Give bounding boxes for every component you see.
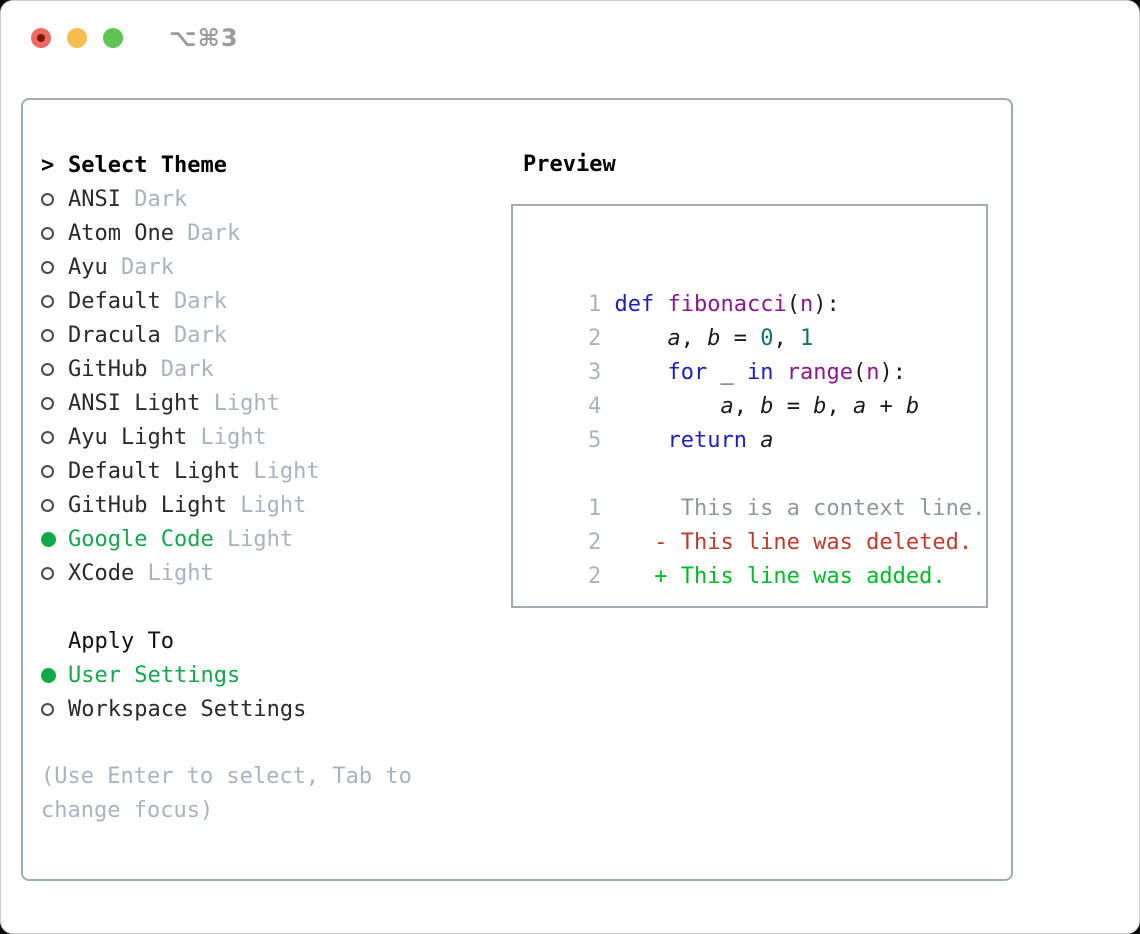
titlebar: ⌥⌘3 — [1, 1, 1139, 76]
main-panel: > Select Theme ANSI Dark Atom One Dark A… — [21, 98, 1013, 881]
option-variant-label: Dark — [120, 254, 174, 280]
cursor-indicator: > — [41, 152, 55, 178]
close-button[interactable] — [31, 28, 51, 48]
option-variant-label: Light — [253, 458, 320, 484]
option-variant-label: Light — [226, 526, 294, 552]
line-number: 5 — [587, 428, 615, 453]
theme-option[interactable]: ANSI Light Light — [41, 386, 481, 420]
apply-to-list: User Settings Workspace Settings — [41, 658, 481, 726]
preview-section: Preview 1 def fibonacci(n): 2 a, b = 0, … — [511, 148, 991, 608]
theme-option[interactable]: GitHub Light Light — [41, 488, 481, 522]
radio-icon — [41, 531, 68, 547]
option-label: Workspace Settings — [68, 696, 307, 722]
option-label: Default — [68, 288, 161, 314]
unsaved-dot-icon — [37, 34, 45, 42]
theme-option[interactable]: ANSI Dark — [41, 182, 481, 216]
help-text-line-1: (Use Enter to select, Tab to — [41, 764, 412, 789]
option-variant-label: Light — [213, 390, 280, 416]
radio-icon — [41, 498, 68, 512]
radio-icon — [41, 566, 68, 580]
option-variant-label: Dark — [173, 288, 227, 314]
theme-selector-title: Select Theme — [68, 152, 227, 178]
theme-selector-header: > Select Theme — [41, 148, 481, 182]
line-number: 1 — [587, 292, 615, 317]
code-line: 4 a, b = b, a + b — [587, 394, 920, 419]
option-label: Google Code — [68, 526, 214, 552]
preview-box: 1 def fibonacci(n): 2 a, b = 0, 1 3 for … — [511, 204, 988, 608]
option-variant-label: Light — [200, 424, 267, 450]
code-line: 1 def fibonacci(n): — [587, 292, 840, 317]
apply-to-option[interactable]: User Settings — [41, 658, 481, 692]
radio-icon — [41, 464, 68, 478]
option-label: Default Light — [68, 458, 241, 484]
option-label: ANSI — [68, 186, 121, 212]
radio-icon — [41, 702, 68, 716]
help-text-line-2: change focus) — [41, 798, 214, 823]
diff-line-added: 2 + This line was added. — [587, 564, 946, 589]
option-variant-label: Dark — [173, 322, 227, 348]
option-label: Atom One — [68, 220, 174, 246]
option-label: GitHub Light — [68, 492, 227, 518]
code-preview: 1 def fibonacci(n): 2 a, b = 0, 1 3 for … — [535, 254, 968, 453]
radio-icon — [41, 667, 68, 683]
code-line: 3 for _ in range(n): — [587, 360, 906, 385]
line-number: 3 — [587, 360, 615, 385]
theme-option[interactable]: Ayu Dark — [41, 250, 481, 284]
line-number: 2 — [587, 326, 615, 351]
radio-icon — [41, 192, 68, 206]
option-label: ANSI Light — [68, 390, 201, 416]
diff-line-context: 1 This is a context line. — [587, 496, 986, 521]
option-variant-label: Dark — [134, 186, 188, 212]
option-variant-label: Dark — [187, 220, 241, 246]
option-label: User Settings — [68, 662, 241, 688]
option-variant-label: Light — [147, 560, 214, 586]
line-number: 2 — [587, 564, 602, 589]
option-label: GitHub — [68, 356, 148, 382]
theme-option[interactable]: Google Code Light — [41, 522, 481, 556]
theme-option[interactable]: Default Light Light — [41, 454, 481, 488]
line-number: 1 — [587, 496, 602, 521]
radio-icon — [41, 328, 68, 342]
theme-option[interactable]: GitHub Dark — [41, 352, 481, 386]
theme-option[interactable]: Atom One Dark — [41, 216, 481, 250]
spacer — [41, 726, 481, 760]
line-number: 4 — [587, 394, 615, 419]
theme-option[interactable]: Default Dark — [41, 284, 481, 318]
radio-icon — [41, 260, 68, 274]
code-line: 5 return a — [587, 428, 774, 453]
spacer — [41, 590, 481, 624]
radio-icon — [41, 396, 68, 410]
code-line: 2 a, b = 0, 1 — [587, 326, 814, 351]
radio-icon — [41, 362, 68, 376]
apply-to-option[interactable]: Workspace Settings — [41, 692, 481, 726]
option-label: Ayu Light — [68, 424, 188, 450]
option-label: Ayu — [68, 254, 108, 280]
theme-option[interactable]: XCode Light — [41, 556, 481, 590]
window-title: ⌥⌘3 — [169, 24, 239, 52]
apply-to-title: Apply To — [68, 628, 174, 654]
apply-to-header: Apply To — [41, 624, 481, 658]
zoom-button[interactable] — [103, 28, 123, 48]
radio-icon — [41, 294, 68, 308]
theme-list: ANSI Dark Atom One Dark Ayu Dark Default… — [41, 182, 481, 590]
line-number: 2 — [587, 530, 602, 555]
diff-preview: 1 This is a context line. 2 - This line … — [535, 458, 986, 589]
option-label: XCode — [68, 560, 135, 586]
preview-title: Preview — [523, 152, 616, 177]
minimize-button[interactable] — [67, 28, 87, 48]
diff-line-deleted: 2 - This line was deleted. — [587, 530, 973, 555]
theme-selector-section: > Select Theme ANSI Dark Atom One Dark A… — [41, 148, 481, 828]
radio-icon — [41, 226, 68, 240]
radio-icon — [41, 430, 68, 444]
theme-option[interactable]: Dracula Dark — [41, 318, 481, 352]
option-variant-label: Dark — [160, 356, 214, 382]
theme-option[interactable]: Ayu Light Light — [41, 420, 481, 454]
option-label: Dracula — [68, 322, 161, 348]
option-variant-label: Light — [240, 492, 307, 518]
